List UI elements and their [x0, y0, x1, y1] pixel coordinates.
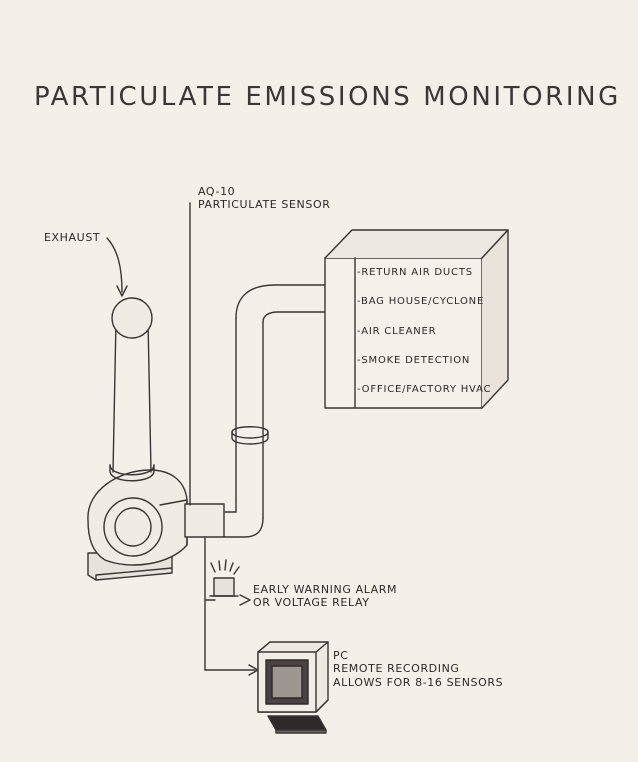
duct-pipe: [223, 284, 326, 538]
exhaust-stack: [109, 297, 155, 482]
particulate-sensor-box: [184, 503, 225, 538]
pc-label-line3: ALLOWS FOR 8-16 SENSORS: [333, 676, 504, 689]
alarm-label-line1: EARLY WARNING ALARM: [253, 583, 398, 596]
diagram-title: PARTICULATE EMISSIONS MONITORING: [34, 82, 621, 112]
alarm-beacon: [209, 559, 240, 597]
exhaust-label: EXHAUST: [44, 231, 101, 244]
application-item: -AIR CLEANER: [357, 326, 437, 337]
alarm-label-line2: OR VOLTAGE RELAY: [253, 596, 370, 609]
application-item: -RETURN AIR DUCTS: [357, 267, 473, 278]
blower-fan: [87, 469, 188, 566]
sensor-model-label: AQ-10: [198, 185, 236, 198]
application-item: -SMOKE DETECTION: [357, 355, 471, 366]
pc-label-line2: REMOTE RECORDING: [333, 662, 460, 675]
application-cabinet: [324, 229, 509, 409]
pc-label-line1: PC: [333, 649, 349, 662]
exhaust-pointer: [106, 237, 123, 293]
pc-computer: [257, 641, 329, 734]
application-item: -BAG HOUSE/CYCLONE: [357, 296, 485, 307]
application-item: -OFFICE/FACTORY HVAC: [357, 384, 492, 395]
signal-wiring: [204, 536, 259, 676]
sensor-name-label: PARTICULATE SENSOR: [198, 198, 331, 211]
